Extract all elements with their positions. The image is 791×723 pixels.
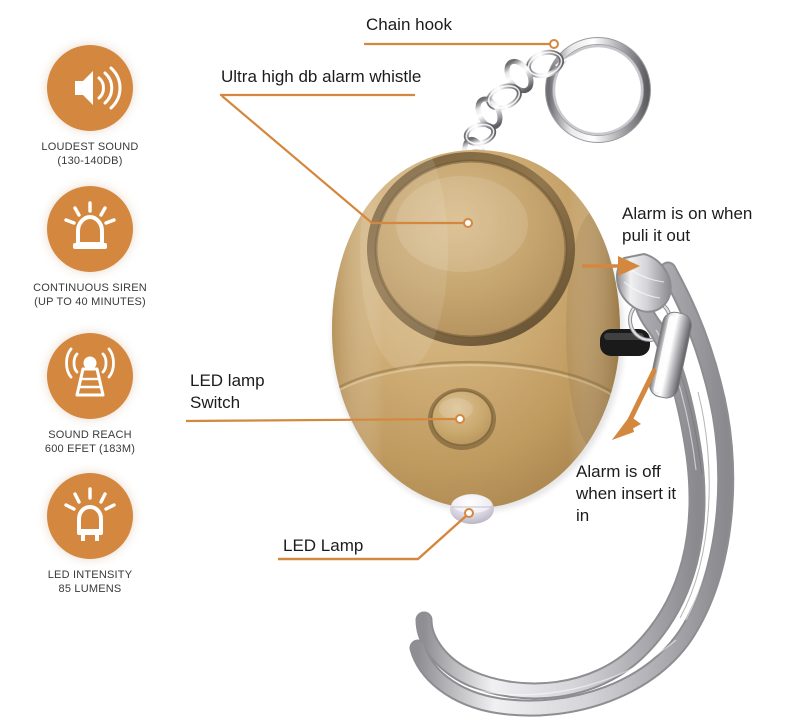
led-bulb-rays-icon	[64, 487, 116, 541]
pull-pin-graphic	[600, 298, 672, 356]
sound-reach-caption: SOUND REACH 600 EFET (183M)	[0, 428, 180, 456]
keyring-graphic	[545, 37, 651, 143]
feature-line1: SOUND REACH	[48, 429, 132, 441]
feature-line1: CONTINUOUS SIREN	[33, 282, 147, 294]
lanyard-knot	[616, 252, 672, 313]
feature-continuous-siren: CONTINUOUS SIREN (UP TO 40 MINUTES)	[0, 186, 180, 309]
continuous-siren-caption: CONTINUOUS SIREN (UP TO 40 MINUTES)	[0, 281, 180, 309]
led-intensity-badge	[47, 473, 133, 559]
feature-line2: 600 EFET (183M)	[44, 443, 136, 455]
callout-alarm-off: Alarm is off when insert it in	[576, 462, 677, 525]
led-intensity-caption: LED INTENSITY 85 LUMENS	[0, 568, 180, 596]
callout-chain-hook: Chain hook	[366, 15, 453, 34]
feature-line1: LOUDEST SOUND	[41, 141, 139, 153]
callout-led-lamp: LED Lamp	[283, 536, 364, 555]
loudest-sound-caption: LOUDEST SOUND (130-140DB)	[0, 140, 180, 168]
siren-beacon-icon	[64, 201, 116, 249]
feature-line1: LED INTENSITY	[47, 569, 133, 581]
feature-loudest-sound: LOUDEST SOUND (130-140DB)	[0, 45, 180, 168]
led-lamp-graphic	[450, 494, 494, 524]
sound-reach-badge	[47, 333, 133, 419]
loudest-sound-badge	[47, 45, 133, 131]
continuous-siren-badge	[47, 186, 133, 272]
speaker-sound-waves-icon	[75, 66, 122, 110]
metal-sleeve	[649, 311, 692, 399]
lanyard-cord	[409, 252, 735, 717]
feature-line2: 85 LUMENS	[58, 583, 122, 595]
feature-line2: (UP TO 40 MINUTES)	[34, 296, 146, 308]
callout-alarm-on: Alarm is on when puli it out	[622, 204, 753, 245]
chain-highlight	[465, 51, 563, 145]
feature-line2: (130-140DB)	[57, 155, 123, 167]
feature-led-intensity: LED INTENSITY 85 LUMENS	[0, 473, 180, 596]
feature-sound-reach: SOUND REACH 600 EFET (183M)	[0, 333, 180, 456]
callout-led-switch: LED lamp Switch	[190, 371, 265, 412]
callout-whistle: Ultra high db alarm whistle	[221, 67, 422, 86]
radio-tower-signal-icon	[65, 347, 115, 397]
